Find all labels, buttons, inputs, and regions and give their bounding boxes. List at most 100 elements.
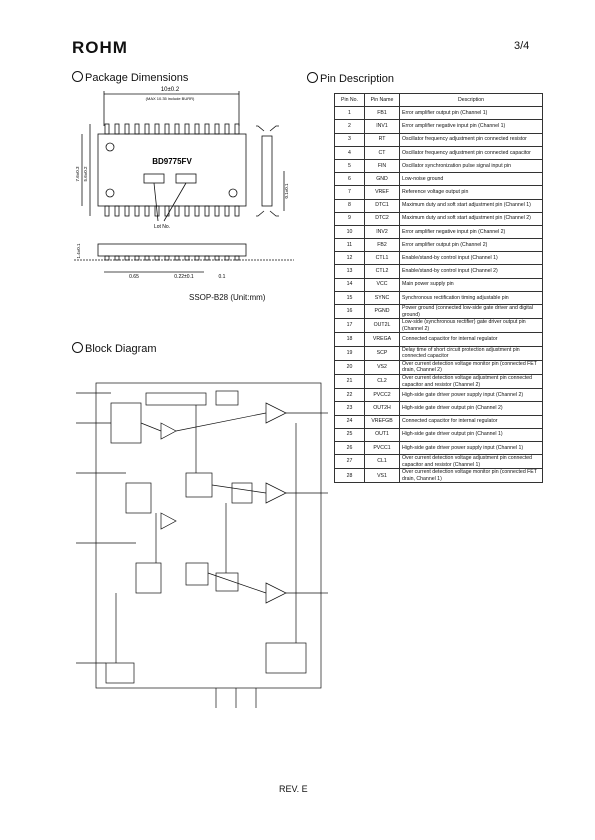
pin-name: FIN [364, 158, 400, 174]
pin-name: VCC [364, 277, 400, 292]
pin-name: FB2 [364, 238, 400, 253]
pin-name: VS2 [364, 359, 400, 375]
package-lead [184, 205, 190, 217]
pin-desc: Error amplifier negative input pin (Chan… [399, 119, 543, 134]
package-lead [194, 205, 200, 217]
pin-no: 9 [334, 211, 365, 226]
package-lead [234, 255, 240, 261]
pin-name: DTC1 [364, 198, 400, 213]
pin-desc: Connected capacitor for internal regulat… [399, 414, 543, 429]
col-pin-name: Pin Name [364, 92, 400, 108]
pin-name: VREFGB [364, 414, 400, 429]
package-lead [134, 205, 140, 217]
pin-desc: Maximum duty and soft start adjustment p… [399, 198, 543, 213]
package-lead [214, 255, 220, 261]
rohm-logo: ROHM [72, 38, 128, 57]
pin-no: 28 [334, 468, 365, 484]
pin-name: DTC2 [364, 211, 400, 226]
pin-no: 10 [334, 224, 365, 240]
package-lead [154, 123, 160, 135]
pin-no: 22 [334, 388, 365, 403]
pin-name: SCP [364, 345, 400, 361]
pin-desc: Enable/stand-by control input (Channel 1… [399, 251, 543, 266]
pin-no: 8 [334, 198, 365, 213]
pin-desc: Reference voltage output pin [399, 185, 543, 200]
package-lead [164, 123, 170, 135]
pin-no: 7 [334, 185, 365, 200]
pin-no: 21 [334, 373, 365, 390]
pin-name: VS1 [364, 468, 400, 484]
pin-no: 11 [334, 238, 365, 253]
package-lead [114, 255, 120, 261]
top-dimension-note: (MAX 10.35 include BURR) [146, 96, 195, 101]
package-lead [114, 123, 120, 135]
pin-name: OUT2H [364, 401, 400, 416]
pin-description-title: Pin Description [320, 73, 394, 85]
package-lead [234, 123, 240, 135]
package-lead [164, 255, 170, 261]
package-lead [214, 123, 220, 135]
package-lead [184, 255, 190, 261]
col-pin-no: Pin No. [334, 92, 365, 108]
flatness-label: 0.1 [219, 274, 226, 280]
block-diagram-title: Block Diagram [85, 343, 157, 355]
pin-name: OUT2L [364, 318, 400, 334]
package-lead [234, 205, 240, 217]
pin-no: 13 [334, 264, 365, 279]
pin-no: 25 [334, 427, 365, 442]
side-dimension-a: 7.6±0.3 [75, 166, 80, 181]
pitch-label: 0.65 [129, 274, 139, 280]
package-lead [174, 255, 180, 261]
pin-no: 5 [334, 158, 365, 174]
package-dimensions-heading: Package Dimensions [72, 71, 188, 84]
package-lead [204, 255, 210, 261]
pin-desc: Main power supply pin [399, 277, 543, 292]
pin-name: INV2 [364, 224, 400, 240]
pin-desc: High-side gate driver output pin (Channe… [399, 427, 543, 442]
pin-description-heading: Pin Description [307, 72, 394, 85]
pin-no: 26 [334, 440, 365, 456]
pin-name: INV1 [364, 119, 400, 134]
pin-name: GND [364, 172, 400, 187]
pin-no: 24 [334, 414, 365, 429]
package-lead [144, 205, 150, 217]
pin-desc: Connected capacitor for internal regulat… [399, 332, 543, 347]
pin-no: 6 [334, 172, 365, 187]
package-lead [224, 255, 230, 261]
block-diagram-heading: Block Diagram [72, 342, 157, 355]
package-lead [204, 205, 210, 217]
pin-name: RT [364, 132, 400, 147]
pin-desc: Power ground (connected low-side gate dr… [399, 303, 543, 320]
pin-no: 27 [334, 454, 365, 470]
package-lead [204, 123, 210, 135]
pin-desc: Over current detection voltage adjustmen… [399, 454, 543, 470]
pin-name: SYNC [364, 290, 400, 306]
package-lead [104, 205, 110, 217]
pin-no: 16 [334, 303, 365, 320]
package-lead [124, 123, 130, 135]
pin-name: CTL1 [364, 251, 400, 266]
pin-name: FB1 [364, 106, 400, 121]
pin-table-header: Pin No. Pin Name Description [334, 92, 543, 108]
page-number: 3/4 [514, 40, 530, 52]
pin-desc: Maximum duty and soft start adjustment p… [399, 211, 543, 226]
pin-desc: Error amplifier output pin (Channel 2) [399, 238, 543, 253]
